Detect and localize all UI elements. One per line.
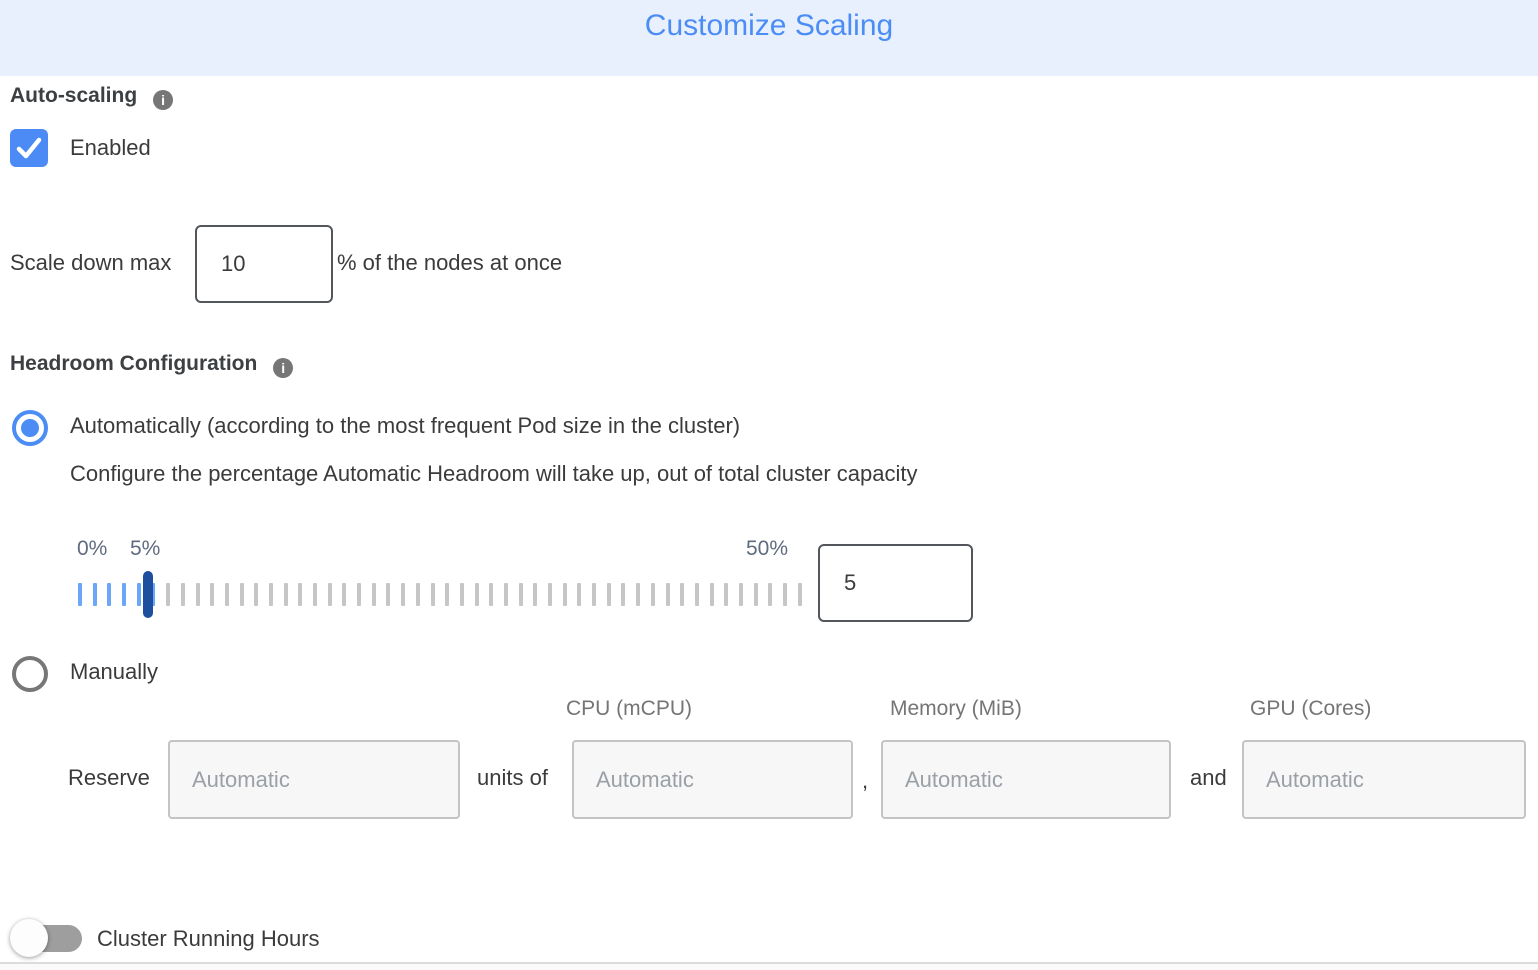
slider-tick: [474, 583, 479, 606]
slider-tick: [753, 583, 758, 606]
slider-tick: [694, 583, 699, 606]
cluster-running-hours-label[interactable]: Cluster Running Hours: [97, 926, 320, 951]
slider-tick: [577, 583, 582, 606]
slider-tick: [224, 583, 229, 606]
slider-tick: [210, 583, 215, 606]
slider-tick: [665, 583, 670, 606]
units-of-label: units of: [477, 765, 548, 790]
and-separator: and: [1190, 765, 1227, 790]
headroom-percentage-input[interactable]: [818, 544, 973, 622]
slider-tick: [195, 583, 200, 606]
slider-max-label: 50%: [746, 537, 789, 560]
slider-tick: [371, 583, 376, 606]
headroom-info-icon[interactable]: i: [273, 358, 294, 378]
slider-tick: [78, 583, 82, 606]
auto-scaling-section-label: Auto-scaling i: [10, 84, 174, 110]
slider-tick: [386, 583, 391, 606]
slider-tick: [621, 583, 626, 606]
slider-tick: [401, 583, 406, 606]
page-title: Customize Scaling: [644, 9, 894, 42]
slider-tick: [503, 583, 508, 606]
slider-tick: [459, 583, 464, 606]
scale-down-max-input[interactable]: [195, 225, 333, 303]
headroom-automatic-radio[interactable]: [12, 410, 48, 446]
below-divider-strip: [0, 964, 1538, 970]
slider-tick: [122, 583, 127, 606]
slider-tick: [342, 583, 347, 606]
slider-tick: [533, 583, 538, 606]
slider-tick: [327, 583, 332, 606]
checkmark-icon: [16, 137, 42, 159]
slider-tick: [636, 583, 641, 606]
comma-separator: ,: [862, 768, 869, 793]
headroom-label-text: Headroom Configuration: [10, 352, 258, 375]
slider-tick: [180, 583, 185, 606]
headroom-automatic-label[interactable]: Automatically (according to the most fre…: [70, 413, 741, 438]
reserve-units-input[interactable]: [168, 740, 460, 819]
reserve-gpu-input[interactable]: [1242, 740, 1526, 819]
headroom-manual-label[interactable]: Manually: [70, 659, 159, 684]
scale-down-suffix-label: % of the nodes at once: [337, 250, 563, 275]
slider-tick: [445, 583, 450, 606]
slider-tick: [357, 583, 362, 606]
slider-tick: [430, 583, 435, 606]
slider-tick: [680, 583, 685, 606]
reserve-label: Reserve: [68, 765, 150, 790]
headroom-manual-radio[interactable]: [12, 656, 48, 692]
slider-tick: [136, 583, 141, 606]
headroom-slider-track[interactable]: [78, 583, 802, 606]
slider-tick: [797, 583, 802, 606]
enabled-label[interactable]: Enabled: [70, 135, 151, 160]
slider-tick: [592, 583, 597, 606]
slider-tick: [518, 583, 523, 606]
slider-tick: [151, 583, 156, 606]
scale-down-prefix-label: Scale down max: [10, 250, 172, 275]
slider-tick: [166, 583, 171, 606]
slider-tick: [92, 583, 97, 606]
slider-tick: [298, 583, 303, 606]
slider-tick: [415, 583, 420, 606]
headroom-slider-handle[interactable]: [143, 571, 154, 618]
slider-tick: [254, 583, 259, 606]
slider-tick: [268, 583, 273, 606]
cpu-column-header: CPU (mCPU): [566, 697, 692, 720]
slider-tick: [724, 583, 729, 606]
slider-tick: [783, 583, 787, 606]
slider-tick: [562, 583, 567, 606]
slider-tick: [606, 583, 611, 606]
reserve-memory-input[interactable]: [881, 740, 1171, 819]
auto-scaling-info-icon[interactable]: i: [153, 90, 174, 110]
slider-tick: [489, 583, 494, 606]
slider-tick: [738, 583, 743, 606]
panel-header: Customize Scaling: [0, 0, 1538, 76]
auto-scaling-label-text: Auto-scaling: [10, 84, 138, 107]
cluster-running-hours-toggle-knob[interactable]: [10, 919, 48, 957]
slider-tick: [768, 583, 773, 606]
gpu-column-header: GPU (Cores): [1250, 697, 1372, 720]
slider-tick: [650, 583, 655, 606]
headroom-section-label: Headroom Configuration i: [10, 352, 294, 378]
auto-scaling-enabled-checkbox[interactable]: [10, 129, 48, 167]
slider-tick: [239, 583, 244, 606]
slider-tick: [107, 583, 112, 606]
slider-tick: [548, 583, 552, 606]
slider-tick: [709, 583, 714, 606]
bottom-divider: [0, 962, 1538, 964]
headroom-automatic-description: Configure the percentage Automatic Headr…: [70, 461, 918, 486]
slider-min-label: 0%: [77, 537, 108, 560]
slider-tick: [313, 583, 317, 606]
slider-tick: [283, 583, 288, 606]
memory-column-header: Memory (MiB): [890, 697, 1022, 720]
slider-value-label: 5%: [130, 537, 161, 560]
reserve-cpu-input[interactable]: [572, 740, 853, 819]
